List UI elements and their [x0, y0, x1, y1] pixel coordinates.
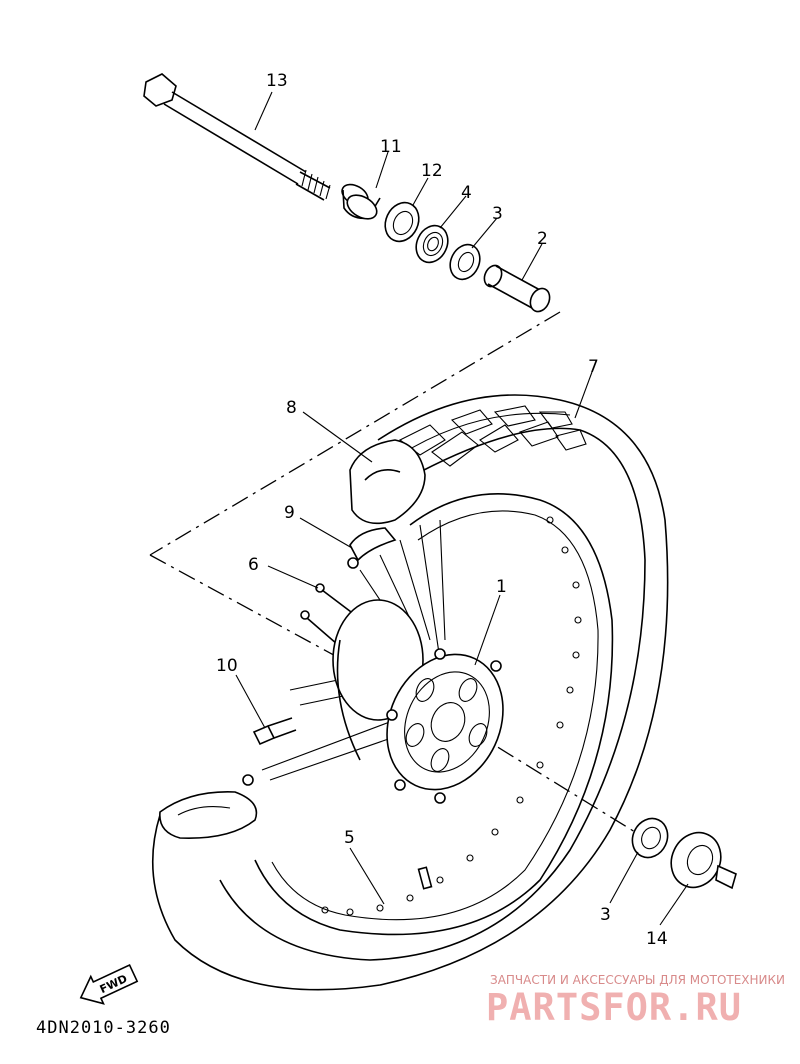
callout-9: 9	[284, 503, 295, 523]
callout-4: 4	[461, 183, 472, 203]
callout-12: 12	[421, 161, 443, 181]
callout-10: 10	[216, 656, 238, 676]
diagram-code: 4DN2010-3260	[36, 1018, 171, 1038]
watermark-logo: PARTSFOR.RU	[486, 986, 743, 1029]
bearing-part-3-lower	[631, 817, 669, 859]
callout-13: 13	[266, 71, 288, 91]
tube-part-8	[159, 439, 426, 839]
callout-3-upper: 3	[492, 204, 503, 224]
rim	[254, 493, 614, 936]
watermark-caption: ЗАПЧАСТИ И АКСЕССУАРЫ ДЛЯ МОТОТЕХНИКИ	[490, 973, 786, 987]
callout-11: 11	[380, 137, 402, 157]
oil-seal-part-12	[384, 201, 420, 243]
valve-part-10	[242, 717, 297, 786]
hub-part-1	[332, 599, 504, 804]
valve-stem-part-5	[417, 866, 433, 890]
bearing-part-3-upper	[449, 243, 481, 281]
spacer-part-2	[483, 264, 551, 313]
callout-5: 5	[344, 828, 355, 848]
leader-lines	[235, 91, 689, 926]
axle-part-13	[143, 73, 331, 201]
callout-2: 2	[537, 229, 548, 249]
callout-1: 1	[496, 577, 507, 597]
callout-14: 14	[646, 929, 668, 949]
rim-band-part-9	[347, 527, 397, 569]
callout-6: 6	[248, 555, 259, 575]
callout-7: 7	[588, 357, 599, 377]
callout-8: 8	[286, 398, 297, 418]
collar-part-11	[341, 183, 381, 220]
tire-part-7	[151, 394, 669, 991]
speedometer-gear-part-14	[670, 831, 737, 890]
fwd-arrow: FWD	[79, 963, 139, 1005]
callout-3-lower: 3	[600, 905, 611, 925]
bearing-part-4	[415, 224, 449, 264]
assembly-line-upper	[149, 311, 561, 556]
